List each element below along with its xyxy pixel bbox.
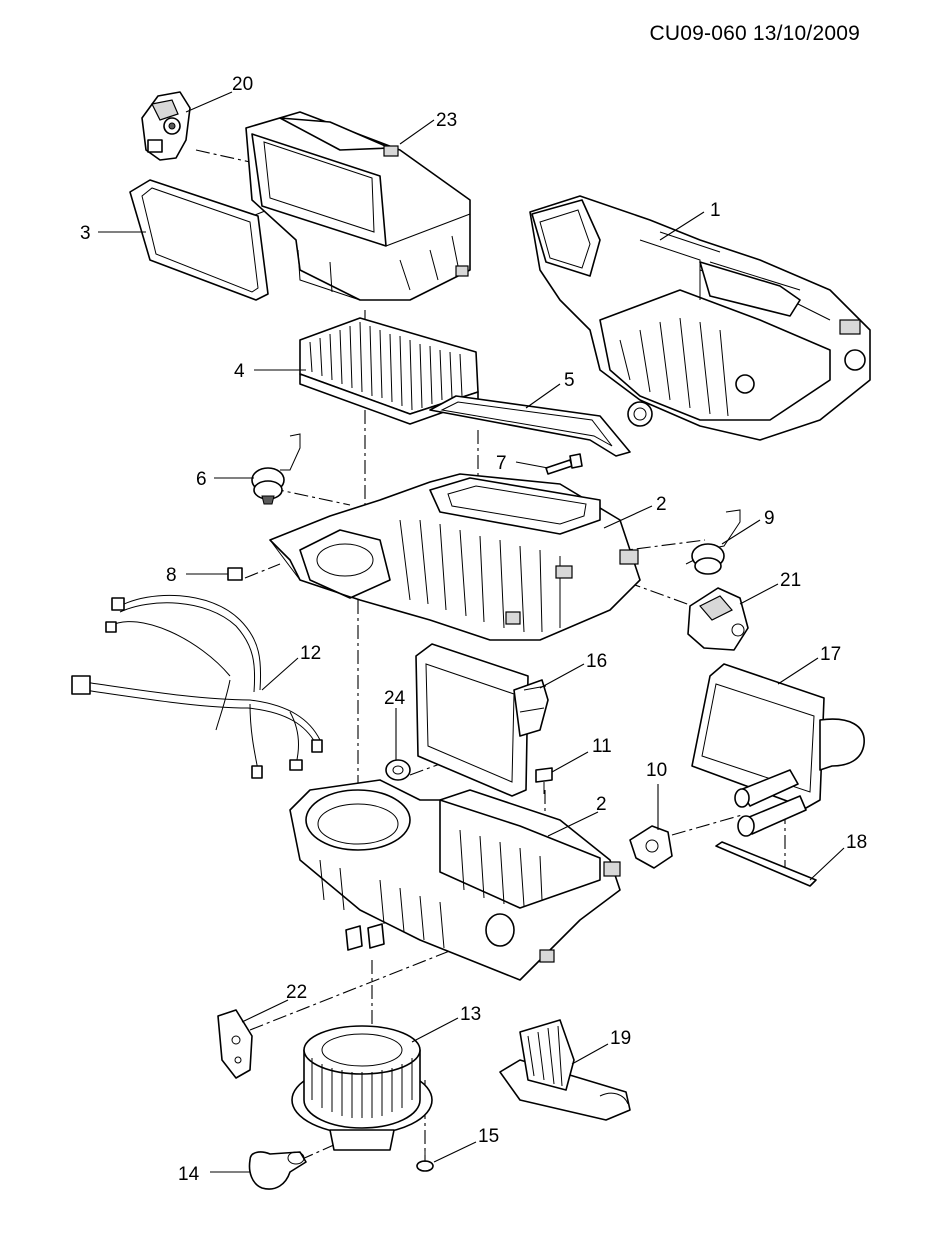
part-21-actuator-motor: [687, 587, 749, 651]
callout-7: 7: [496, 453, 507, 474]
callout-10: 10: [646, 760, 667, 781]
callout-11: 11: [592, 736, 612, 757]
callout-13: 13: [460, 1004, 481, 1025]
part-5-gasket: [429, 395, 631, 457]
part-11-bolt: [535, 767, 553, 794]
leader-lines: [98, 91, 845, 1173]
part-23-air-inlet-housing: [245, 111, 471, 301]
part-3-seal-frame: [129, 179, 269, 301]
part-2-lower-case: [289, 779, 621, 981]
callout-2-upper: 2: [656, 494, 667, 515]
part-13-blower-motor: [291, 1025, 433, 1151]
part-14-hose: [248, 1151, 307, 1190]
callout-5: 5: [564, 370, 575, 391]
part-17-heater-core: [691, 663, 865, 837]
callout-19: 19: [610, 1028, 631, 1049]
part-24-grommet: [385, 759, 411, 781]
callout-22: 22: [286, 982, 307, 1003]
part-8-clip: [227, 567, 243, 581]
part-22-bracket: [217, 1009, 253, 1079]
part-10-clamp: [629, 825, 673, 869]
part-9-actuator: [685, 509, 741, 575]
callout-23: 23: [436, 110, 457, 131]
callout-18: 18: [846, 832, 867, 853]
callout-3: 3: [80, 223, 91, 244]
part-2-upper-case: [269, 473, 641, 641]
part-6-actuator: [251, 433, 301, 505]
callout-2-lower: 2: [596, 794, 607, 815]
callout-24: 24: [384, 688, 406, 709]
callout-20: 20: [232, 74, 253, 95]
part-20-actuator: [141, 91, 191, 161]
callout-17: 17: [820, 644, 841, 665]
callout-6: 6: [196, 469, 207, 490]
callout-4: 4: [234, 361, 245, 382]
callout-1: 1: [710, 200, 721, 221]
callout-21: 21: [780, 570, 801, 591]
callout-14: 14: [178, 1164, 200, 1185]
drawing-reference: CU09-060 13/10/2009: [649, 22, 860, 45]
callout-16: 16: [586, 651, 607, 672]
part-12-wiring-harness: [71, 594, 323, 779]
callout-12: 12: [300, 643, 321, 664]
callout-8: 8: [166, 565, 177, 586]
part-19-control-module: [499, 1019, 631, 1121]
part-1-hvac-module: [529, 195, 871, 441]
part-7-screw: [545, 453, 583, 475]
callout-15: 15: [478, 1126, 499, 1147]
part-16-evaporator-core: [415, 643, 549, 797]
part-18-seal-strip: [715, 841, 817, 887]
callout-9: 9: [764, 508, 775, 529]
callout-labels: 20 23 3 4 1 5 7 6 2 8 9 21 12 16 17 24 1…: [80, 74, 867, 1185]
part-15-screw: [416, 1150, 434, 1172]
